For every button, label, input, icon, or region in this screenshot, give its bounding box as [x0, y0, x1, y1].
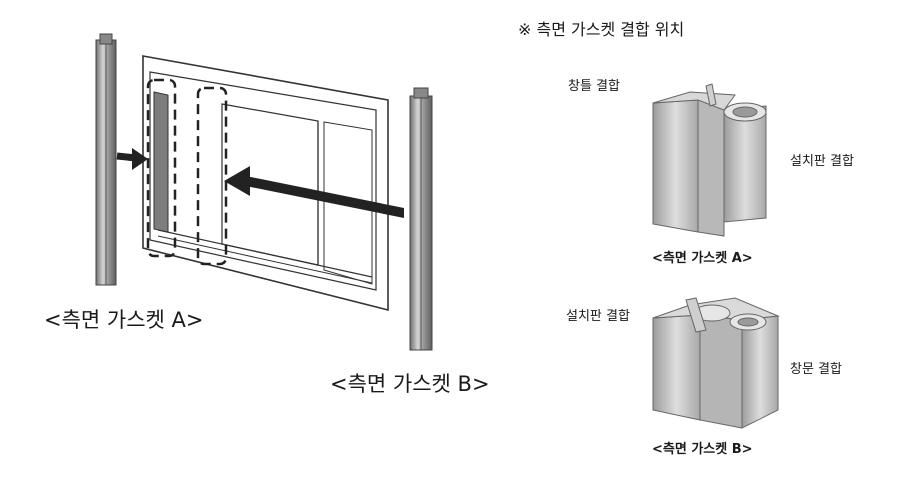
arrow-to-a [116, 148, 148, 170]
profile-a-illustration [652, 83, 767, 237]
detail-a-top-label: 창틀 결합 [568, 79, 620, 94]
dashed-box-a [146, 78, 177, 258]
arrow-to-b [224, 166, 404, 218]
detail-a-side-label: 설치판 결합 [790, 154, 854, 169]
detail-b-left-label: 설치판 결합 [566, 309, 630, 324]
detail-a-caption: <측면 가스켓 A> [652, 251, 753, 266]
label-gasket-a: <측면 가스켓 A> [44, 308, 204, 332]
gasket-a-bar [95, 33, 117, 286]
dashed-box-b [196, 86, 228, 266]
profile-b-illustration [652, 297, 780, 429]
detail-b-right-label: 창문 결합 [790, 362, 842, 377]
label-gasket-b: <측면 가스켓 B> [330, 372, 490, 396]
header-note: ※ 측면 가스켓 결합 위치 [518, 20, 685, 39]
detail-b-caption: <측면 가스켓 B> [652, 442, 753, 457]
gasket-b-bar [409, 87, 433, 351]
